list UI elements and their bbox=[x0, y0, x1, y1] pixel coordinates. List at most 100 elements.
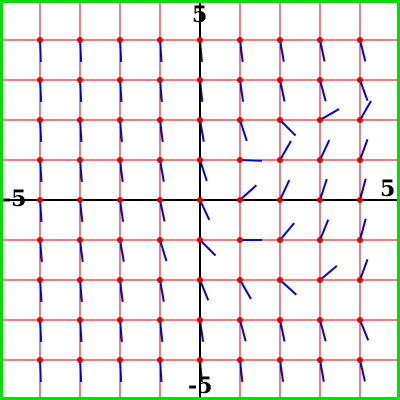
grid-point bbox=[77, 197, 83, 203]
grid-point bbox=[37, 117, 43, 123]
vector-segment bbox=[359, 178, 367, 201]
vector-segment bbox=[239, 359, 244, 382]
grid-point bbox=[197, 117, 203, 123]
vector-segment bbox=[319, 39, 326, 62]
vector-segment bbox=[359, 258, 369, 281]
grid-point bbox=[117, 37, 123, 43]
vector-segment bbox=[79, 359, 83, 383]
vector-segment bbox=[159, 199, 166, 222]
vector-segment bbox=[199, 199, 211, 221]
vector-segment bbox=[359, 100, 372, 121]
vector-segment bbox=[39, 199, 43, 223]
vector-segment bbox=[319, 359, 325, 382]
grid-point bbox=[237, 157, 243, 163]
vector-segment bbox=[159, 359, 163, 383]
grid-point bbox=[197, 317, 203, 323]
grid-point bbox=[157, 77, 163, 83]
vector-segment bbox=[119, 359, 123, 383]
vector-segment bbox=[319, 219, 330, 241]
grid-point bbox=[157, 357, 163, 363]
vector-segment bbox=[119, 79, 123, 103]
grid-point bbox=[157, 37, 163, 43]
grid-point bbox=[117, 277, 123, 283]
grid-point bbox=[357, 37, 363, 43]
grid-point bbox=[357, 277, 363, 283]
grid-point bbox=[317, 37, 323, 43]
vector-segment bbox=[159, 279, 165, 302]
grid-point bbox=[277, 277, 283, 283]
grid-point bbox=[237, 197, 243, 203]
vector-segment bbox=[159, 159, 165, 182]
vector-segment bbox=[39, 119, 43, 143]
grid-point bbox=[317, 157, 323, 163]
grid-point bbox=[357, 197, 363, 203]
grid-point bbox=[237, 277, 243, 283]
x-axis-min-label: -5 bbox=[2, 186, 26, 212]
grid-point bbox=[317, 357, 323, 363]
vector-segment bbox=[119, 239, 125, 262]
grid-point bbox=[77, 357, 83, 363]
vector-segment bbox=[159, 319, 164, 342]
grid-points bbox=[0, 37, 363, 363]
vector-segment bbox=[279, 79, 286, 102]
grid-point bbox=[77, 277, 83, 283]
grid-point bbox=[37, 237, 43, 243]
vector-segment bbox=[319, 139, 331, 161]
grid-point bbox=[37, 157, 43, 163]
vector-segment bbox=[199, 279, 210, 301]
grid-point bbox=[37, 197, 43, 203]
vector-segment bbox=[279, 359, 285, 382]
vector-segment bbox=[279, 279, 298, 296]
vector-segment bbox=[279, 319, 286, 342]
grid-point bbox=[157, 237, 163, 243]
grid-point bbox=[277, 197, 283, 203]
vector-segment bbox=[239, 79, 245, 102]
vector-segment bbox=[239, 319, 247, 342]
grid-point bbox=[277, 77, 283, 83]
vector-segment bbox=[239, 39, 244, 62]
grid-point bbox=[37, 357, 43, 363]
grid-point bbox=[77, 37, 83, 43]
vector-segment bbox=[39, 239, 43, 263]
grid-point bbox=[117, 317, 123, 323]
vector-segment bbox=[319, 319, 327, 342]
grid-point bbox=[237, 357, 243, 363]
grid-point bbox=[277, 37, 283, 43]
vector-segment bbox=[79, 239, 84, 262]
grid-point bbox=[77, 117, 83, 123]
grid-point bbox=[317, 117, 323, 123]
grid-point bbox=[317, 277, 323, 283]
grid-point bbox=[277, 357, 283, 363]
vector-segment bbox=[39, 279, 43, 303]
grid-point bbox=[197, 197, 203, 203]
grid-point bbox=[357, 77, 363, 83]
vector-segment bbox=[79, 39, 83, 63]
grid-point bbox=[317, 317, 323, 323]
vector-segment bbox=[359, 79, 369, 102]
grid-point bbox=[237, 317, 243, 323]
grid-point bbox=[237, 77, 243, 83]
vector-segment bbox=[239, 184, 258, 201]
vector-segment bbox=[79, 79, 83, 103]
vector-segment bbox=[279, 39, 285, 62]
grid-point bbox=[117, 237, 123, 243]
grid-point bbox=[317, 197, 323, 203]
grid-point bbox=[37, 37, 43, 43]
grid-point bbox=[77, 317, 83, 323]
grid-point bbox=[237, 237, 243, 243]
grid-point bbox=[197, 237, 203, 243]
grid-point bbox=[197, 277, 203, 283]
vector-segment bbox=[39, 319, 43, 343]
vector-segment bbox=[319, 178, 328, 201]
grid-point bbox=[157, 157, 163, 163]
grid-point bbox=[157, 117, 163, 123]
vector-segment bbox=[79, 119, 83, 143]
grid-point bbox=[77, 157, 83, 163]
vector-segment bbox=[319, 79, 327, 102]
x-axis-max-label: 5 bbox=[380, 176, 395, 202]
grid-point bbox=[317, 237, 323, 243]
grid-point bbox=[37, 277, 43, 283]
